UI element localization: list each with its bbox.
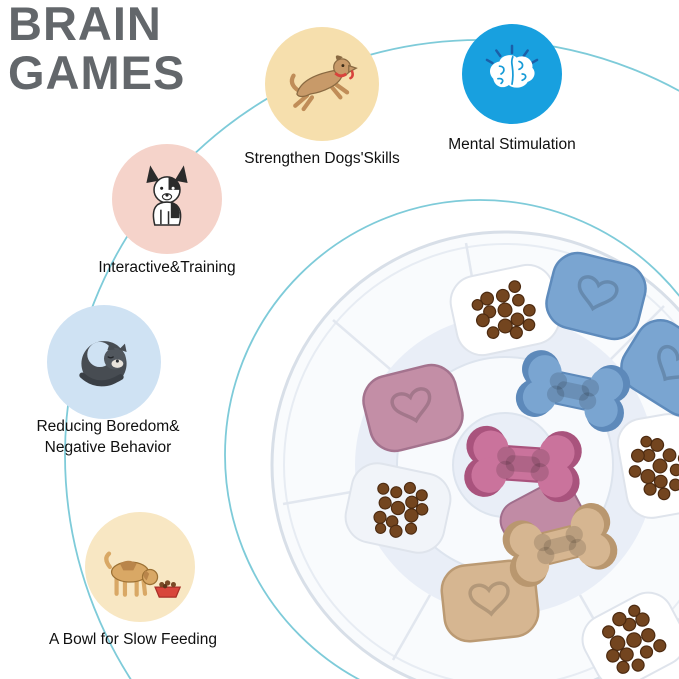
headline-line2: GAMES <box>8 45 186 99</box>
feature-label-slow-feeding: A Bowl for Slow Feeding <box>48 631 217 648</box>
dog-with-bowl-icon <box>104 551 182 598</box>
feature-label-reduce-boredom: Reducing Boredom& Negative Behavior <box>36 418 180 456</box>
french-bulldog-icon <box>146 165 188 226</box>
feature-badge-reduce-boredom <box>47 305 161 419</box>
jumping-dog-icon <box>289 55 358 112</box>
feature-label-strengthen-skills: Strengthen Dogs'Skills <box>244 150 400 167</box>
puzzle-feeder <box>270 230 679 679</box>
headline: BRAIN GAMES <box>8 0 185 98</box>
feature-badge-strengthen-skills <box>265 27 379 141</box>
feature-badge-mental-stimulation <box>462 24 562 124</box>
headline-line1: BRAIN <box>8 0 162 50</box>
feature-badge-interactive-training <box>112 144 222 254</box>
feature-label-mental-stimulation: Mental Stimulation <box>448 136 576 153</box>
sleeping-cat-icon <box>79 341 127 387</box>
brain-icon <box>485 44 539 88</box>
feature-badge-slow-feeding <box>85 512 195 622</box>
feature-label-interactive-training: Interactive&Training <box>98 259 236 276</box>
